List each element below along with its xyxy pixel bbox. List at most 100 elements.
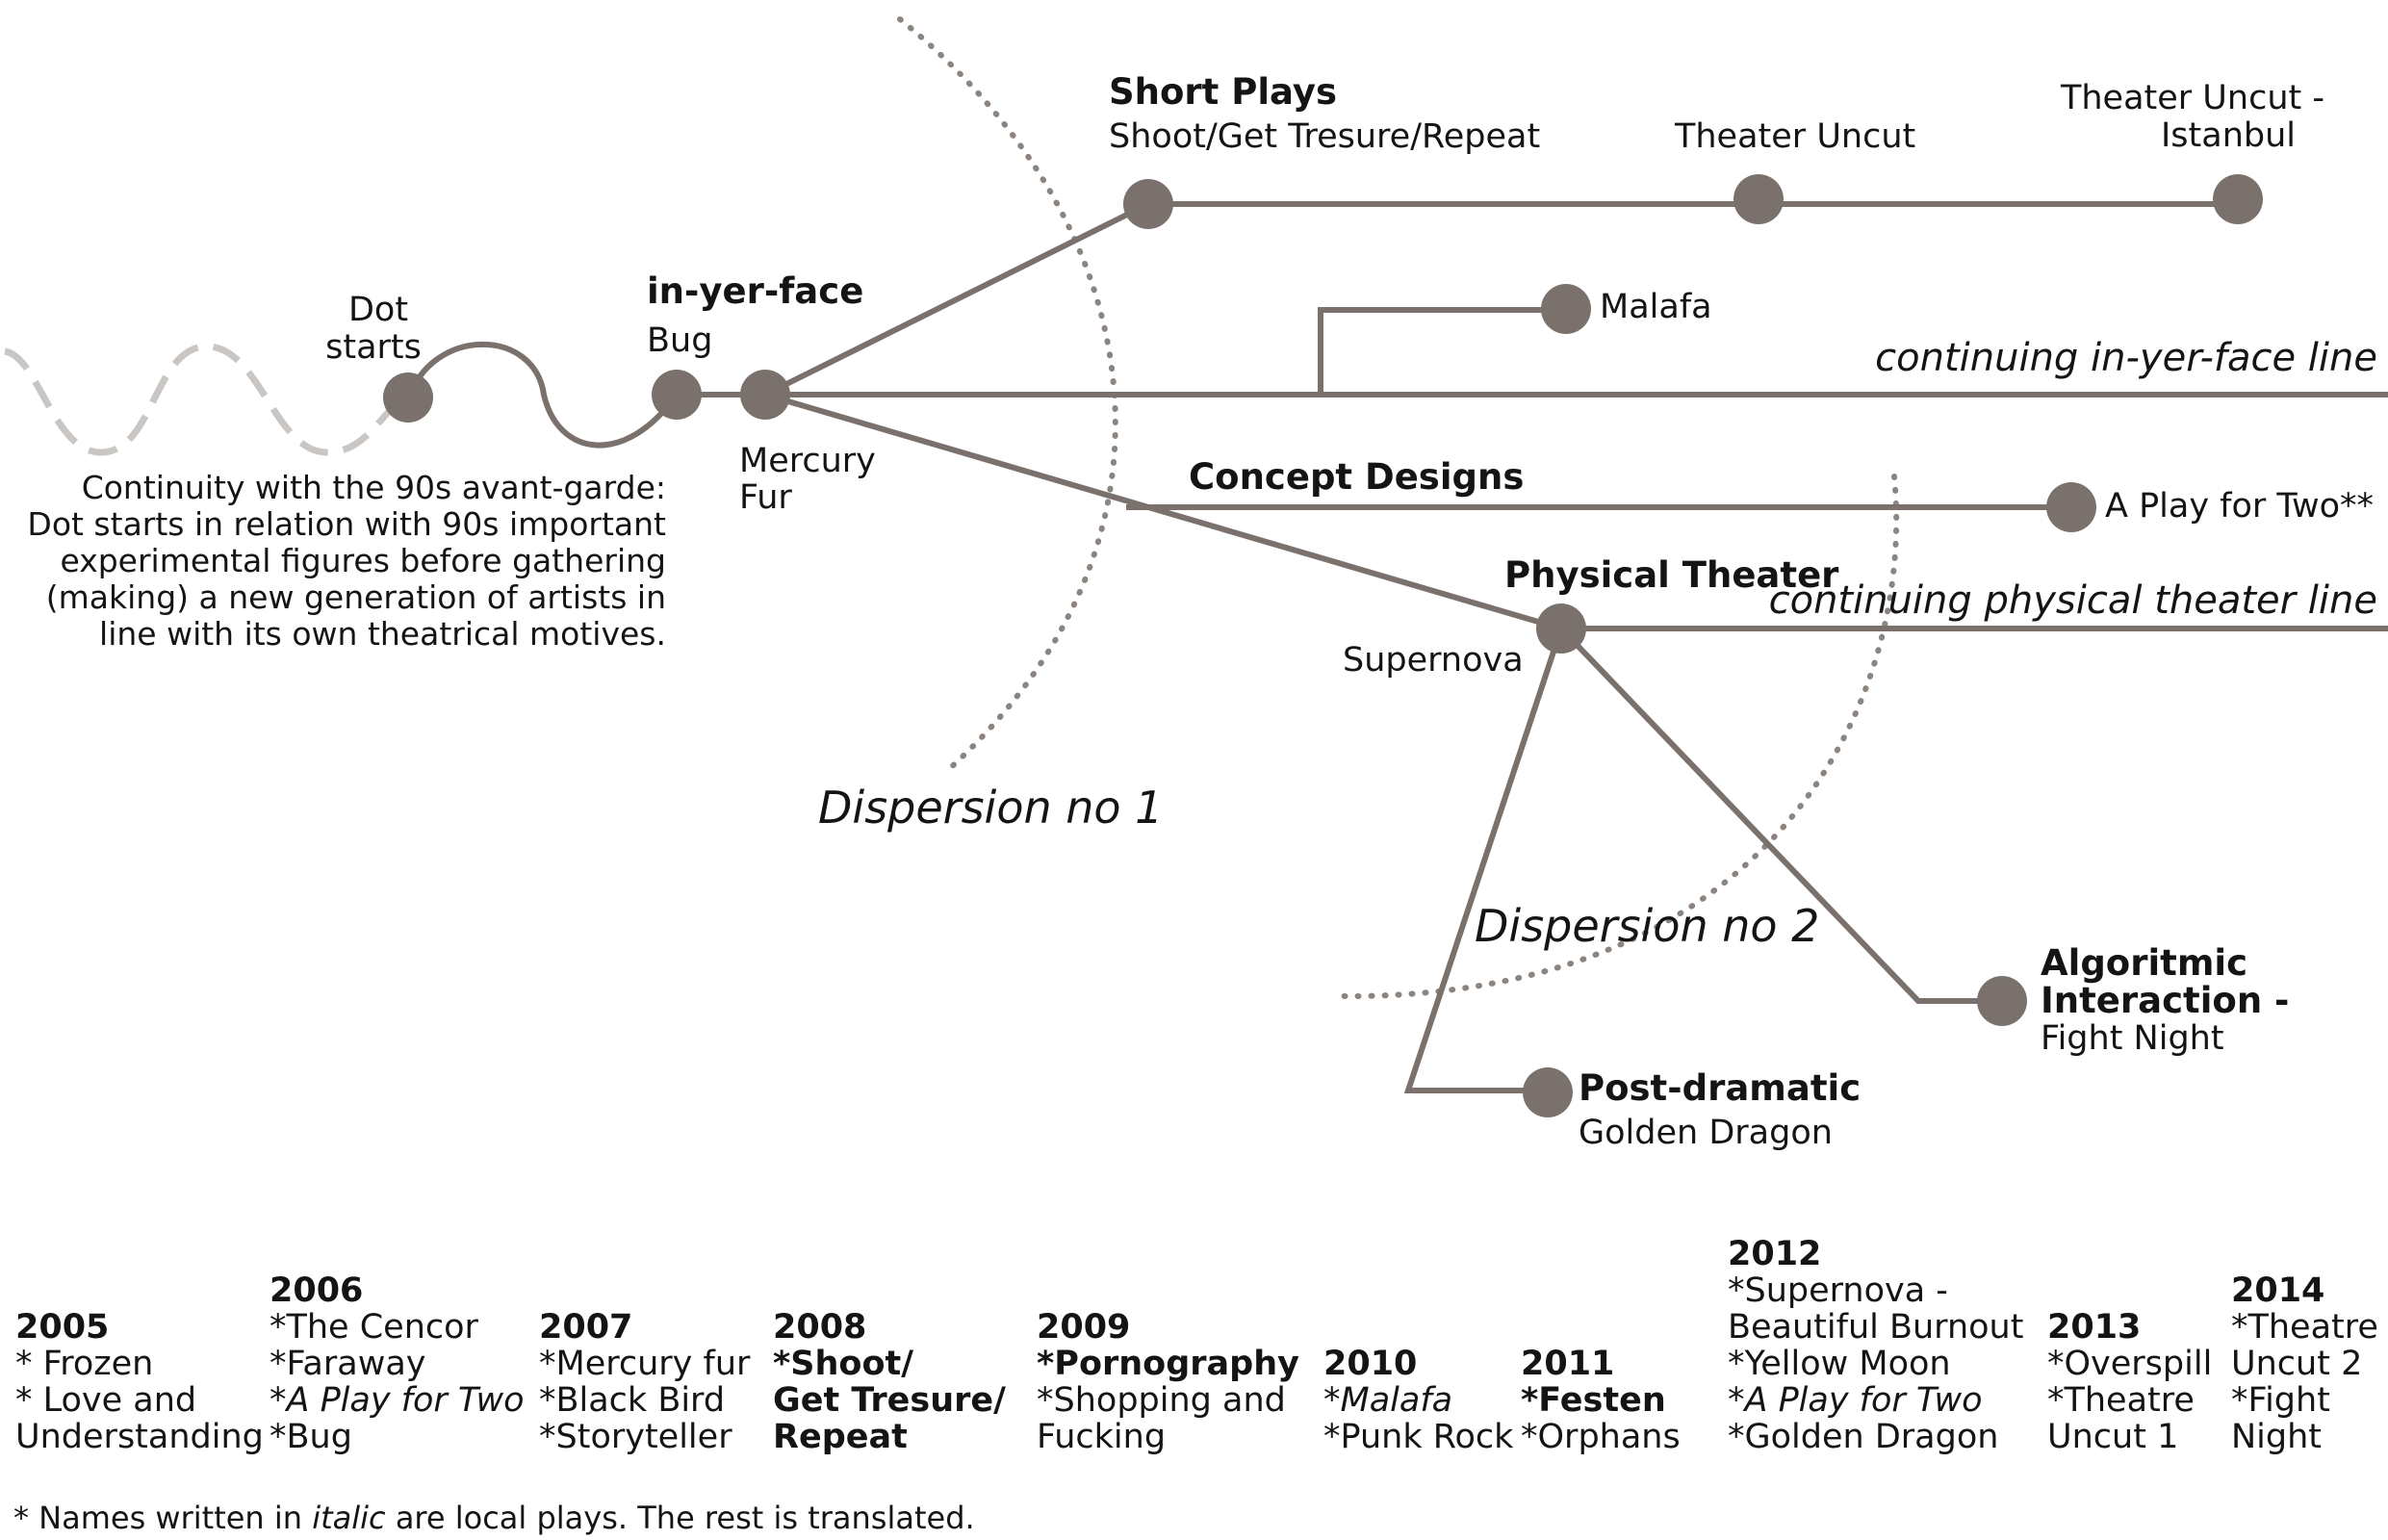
fur-label: Fur bbox=[739, 478, 792, 517]
post-dramatic-node bbox=[1523, 1067, 1573, 1117]
timeline-2010: 2010*Malafa*Punk Rock bbox=[1323, 1346, 1513, 1455]
timeline-play: Night bbox=[2231, 1418, 2323, 1456]
timeline-play: * Love and bbox=[15, 1381, 197, 1420]
short-plays-node bbox=[1123, 179, 1173, 229]
timeline-play: *The Cencor bbox=[270, 1308, 478, 1347]
timeline-2007: 2007*Mercury fur*Black Bird*Storyteller bbox=[539, 1309, 750, 1455]
timeline-play: *A Play for Two bbox=[1728, 1381, 1983, 1420]
in-yer-face-label: in-yer-face bbox=[647, 270, 863, 312]
timeline-play: Uncut 2 bbox=[2231, 1345, 2363, 1383]
intro-line-2: Dot starts in relation with 90s importan… bbox=[27, 505, 666, 543]
algoritmic-label-2: Interaction - bbox=[2041, 980, 2289, 1021]
timeline-play: Beautiful Burnout bbox=[1728, 1308, 2024, 1347]
golden-dragon-label: Golden Dragon bbox=[1579, 1114, 1833, 1152]
algoritmic-branch bbox=[1558, 626, 2002, 1004]
timeline-play: *Black Bird bbox=[539, 1381, 726, 1420]
malafa-node bbox=[1541, 284, 1591, 334]
timeline-play: *A Play for Two bbox=[270, 1381, 525, 1420]
algoritmic-node bbox=[1977, 976, 2027, 1026]
timeline-play: Fucking bbox=[1037, 1418, 1167, 1456]
timeline-play: Understanding bbox=[15, 1418, 264, 1456]
mercury-fur-node bbox=[740, 370, 790, 420]
supernova-label: Supernova bbox=[1343, 641, 1524, 680]
bug-node bbox=[652, 370, 702, 420]
post-dramatic-branch bbox=[1403, 628, 1564, 1093]
timeline-play: *Pornography bbox=[1037, 1345, 1299, 1383]
timeline-play: *Supernova - bbox=[1728, 1271, 1948, 1310]
a-play-for-two-node bbox=[2046, 482, 2096, 532]
physical-theater-label: Physical Theater bbox=[1504, 554, 1839, 596]
timeline-year: 2006 bbox=[270, 1271, 364, 1310]
timeline-year: 2010 bbox=[1323, 1345, 1418, 1383]
dispersion-1-label: Dispersion no 1 bbox=[818, 782, 1163, 834]
intro-line-5: line with its own theatrical motives. bbox=[99, 615, 666, 653]
timeline-play: *Fight bbox=[2231, 1381, 2330, 1420]
timeline-2008: 2008*Shoot/Get Tresure/Repeat bbox=[773, 1309, 1006, 1455]
timeline-2012: 2012*Supernova -Beautiful Burnout*Yellow… bbox=[1728, 1236, 2023, 1455]
continuing-physical-label: continuing physical theater line bbox=[1769, 578, 2377, 623]
dot-starts-node bbox=[383, 372, 433, 423]
short-plays-branch bbox=[763, 201, 1150, 398]
supernova-node bbox=[1536, 603, 1586, 654]
timeline-play: *Shopping and bbox=[1037, 1381, 1286, 1420]
timeline-play: *Orphans bbox=[1521, 1418, 1681, 1456]
timeline-play: *Golden Dragon bbox=[1728, 1418, 1999, 1456]
prehistory-wave bbox=[3, 343, 407, 456]
timeline-play: *Yellow Moon bbox=[1728, 1345, 1951, 1383]
timeline-2006: 2006*The Cencor*Faraway*A Play for Two*B… bbox=[270, 1272, 525, 1455]
dot-starts-connector bbox=[406, 341, 680, 449]
timeline-play: *Bug bbox=[270, 1418, 352, 1456]
theater-uncut-istanbul-node bbox=[2213, 174, 2263, 224]
footnote-suffix: are local plays. The rest is translated. bbox=[385, 1500, 975, 1536]
timeline-play: *Shoot/ bbox=[773, 1345, 914, 1383]
malafa-branch bbox=[1318, 307, 1566, 395]
physical-branch bbox=[764, 392, 1562, 631]
dispersion-2-label: Dispersion no 2 bbox=[1475, 900, 1819, 952]
timeline-play: *Storyteller bbox=[539, 1418, 732, 1456]
timeline-play: *Theatre bbox=[2231, 1308, 2378, 1347]
intro-line-1: Continuity with the 90s avant-garde: bbox=[82, 469, 666, 506]
bug-label: Bug bbox=[647, 321, 712, 360]
timeline-year: 2005 bbox=[15, 1308, 110, 1347]
malafa-label: Malafa bbox=[1600, 288, 1712, 326]
timeline-play: *Theatre bbox=[2047, 1381, 2195, 1420]
intro-line-3: experimental figures before gathering bbox=[60, 542, 666, 579]
short-plays-label: Short Plays bbox=[1109, 71, 1337, 113]
theater-uncut-istanbul-label-1: Theater Uncut - bbox=[2060, 79, 2324, 117]
timeline-year: 2014 bbox=[2231, 1271, 2325, 1310]
timeline-play: Uncut 1 bbox=[2047, 1418, 2179, 1456]
timeline-play: *Faraway bbox=[270, 1345, 426, 1383]
theater-uncut-node bbox=[1733, 174, 1784, 224]
theater-uncut-label: Theater Uncut bbox=[1674, 117, 1915, 156]
timeline-2011: 2011*Festen*Orphans bbox=[1521, 1346, 1681, 1455]
post-dramatic-label: Post-dramatic bbox=[1579, 1067, 1861, 1109]
fight-night-label: Fight Night bbox=[2041, 1019, 2224, 1058]
footnote-prefix: * Names written in bbox=[13, 1500, 313, 1536]
timeline-year: 2013 bbox=[2047, 1308, 2142, 1347]
theater-uncut-istanbul-label-2: Istanbul bbox=[2161, 116, 2296, 155]
timeline-play: *Malafa bbox=[1323, 1381, 1453, 1420]
timeline-year: 2012 bbox=[1728, 1235, 1822, 1273]
timeline-play: *Festen bbox=[1521, 1381, 1666, 1420]
timeline-play: Get Tresure/ bbox=[773, 1381, 1006, 1420]
timeline-play: *Mercury fur bbox=[539, 1345, 751, 1383]
footnote-italic-word: italic bbox=[312, 1500, 386, 1536]
timeline-play: *Overspill bbox=[2047, 1345, 2213, 1383]
mercury-label: Mercury bbox=[739, 442, 876, 480]
timeline-play: *Punk Rock bbox=[1323, 1418, 1514, 1456]
timeline-year: 2011 bbox=[1521, 1345, 1615, 1383]
concept-designs-label: Concept Designs bbox=[1189, 456, 1524, 498]
timeline-play: * Frozen bbox=[15, 1345, 154, 1383]
dot-starts-label-2: starts bbox=[325, 328, 422, 367]
algoritmic-label-1: Algoritmic bbox=[2041, 942, 2247, 984]
timeline-year: 2007 bbox=[539, 1308, 633, 1347]
continuing-in-yer-face-label: continuing in-yer-face line bbox=[1875, 336, 2377, 380]
footnote: * Names written in italic are local play… bbox=[13, 1500, 975, 1536]
timeline-play: Repeat bbox=[773, 1418, 908, 1456]
shoot-get-label: Shoot/Get Tresure/Repeat bbox=[1109, 117, 1540, 156]
